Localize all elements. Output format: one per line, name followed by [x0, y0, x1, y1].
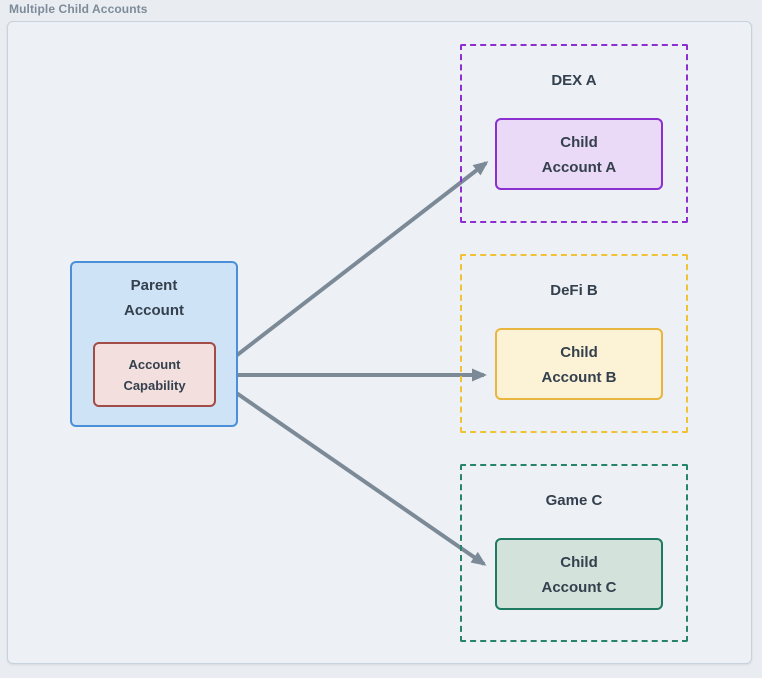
child-account-c-label-line1: Child — [560, 554, 598, 571]
arrow-parent-to-child-c — [217, 379, 487, 566]
account-capability-node: Account Capability — [93, 342, 216, 407]
account-capability-label-line2: Capability — [123, 378, 186, 393]
parent-account-label-line2: Account — [124, 302, 184, 319]
child-account-a-node: Child Account A — [495, 118, 663, 190]
group-dex-a-label: DEX A — [551, 72, 597, 89]
group-defi-b: DeFi B Child Account B — [460, 254, 688, 433]
group-game-c-label: Game C — [545, 492, 603, 509]
parent-account-label-line1: Parent — [130, 277, 178, 294]
group-defi-b-label: DeFi B — [550, 282, 598, 299]
arrow-parent-to-child-a — [217, 161, 489, 371]
child-account-c-node: Child Account C — [495, 538, 663, 610]
group-game-c: Game C Child Account C — [460, 464, 688, 642]
group-dex-a: DEX A Child Account A — [460, 44, 688, 223]
account-capability-label-line1: Account — [128, 357, 181, 372]
child-account-b-node: Child Account B — [495, 328, 663, 400]
diagram-title: Multiple Child Accounts — [9, 2, 148, 16]
child-account-b-label-line1: Child — [560, 344, 598, 361]
parent-account-node: Parent Account Account Capability — [70, 261, 238, 427]
child-account-b-label-line2: Account B — [541, 369, 617, 386]
child-account-a-label-line1: Child — [560, 134, 598, 151]
child-account-a-label-line2: Account A — [541, 159, 617, 176]
diagram-canvas: Parent Account Account Capability DEX A … — [7, 21, 752, 664]
child-account-c-label-line2: Account C — [541, 579, 617, 596]
